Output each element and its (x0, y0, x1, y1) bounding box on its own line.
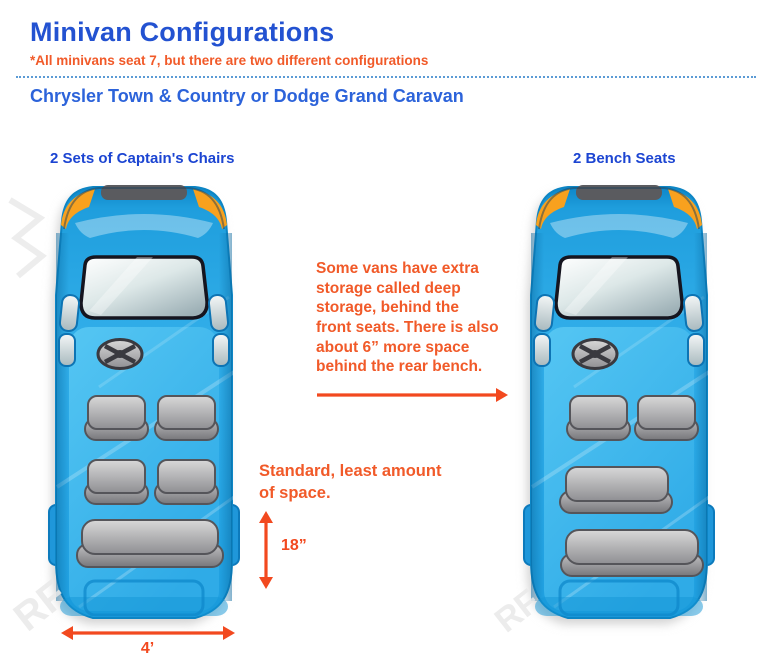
rear-bumper-band (60, 597, 228, 616)
rear-space-dimension-arrow-icon (259, 511, 273, 589)
hood-sheen (550, 214, 688, 238)
captain-chair (154, 395, 219, 441)
page-title: Minivan Configurations (30, 17, 335, 47)
bench-configuration-seats (559, 395, 704, 577)
steering-wheel (96, 338, 144, 370)
rear-hatch-outline (558, 579, 680, 617)
windshield (554, 255, 684, 320)
captain-chairs (76, 395, 224, 568)
deep-storage-note: Some vans have extra storage called deep… (316, 260, 499, 376)
front-outline (538, 187, 700, 230)
side-mirrors-and-windows (58, 293, 230, 367)
rear-bumper-band (535, 597, 703, 616)
left-edge-shading (56, 233, 69, 601)
captains-chairs-label: 2 Sets of Captain's Chairs (50, 150, 235, 167)
dotted-divider (16, 76, 756, 78)
rear-space-dimension-label: 18” (281, 537, 307, 554)
page-subtitle: *All minivans seat 7, but there are two … (30, 53, 429, 68)
watermark-squiggle (8, 197, 47, 279)
van-bench-seats (523, 185, 715, 624)
left-edge-shading (531, 233, 544, 601)
captain-chair (84, 395, 149, 441)
front-outline (63, 187, 225, 230)
headlights (61, 189, 227, 229)
rear-bench-seat (76, 519, 224, 568)
width-dimension-arrow-icon (61, 626, 235, 640)
captain-chair (566, 395, 631, 441)
windshield-sheen (89, 257, 153, 315)
width-dimension-label: 4’ (140, 640, 155, 657)
bench-seats-label: 2 Bench Seats (573, 150, 676, 167)
middle-bench-seat (559, 466, 673, 514)
rear-hatch-outline (83, 579, 205, 617)
captain-chair (154, 459, 219, 505)
rear-bench-seat (560, 529, 704, 577)
deep-storage-arrow-icon (317, 388, 508, 402)
standard-space-note: Standard, least amount of space. (259, 462, 442, 502)
right-edge-shading (219, 233, 232, 601)
captain-chair (84, 459, 149, 505)
van-captains-chairs (48, 185, 240, 624)
steering-wheel (571, 338, 619, 370)
windshield-sheen (564, 257, 628, 315)
captain-chair (634, 395, 699, 441)
headlights (536, 189, 702, 229)
model-line: Chrysler Town & Country or Dodge Grand C… (30, 86, 464, 106)
windshield (79, 255, 209, 320)
hood-sheen (75, 214, 213, 238)
side-mirrors-and-windows (533, 293, 705, 367)
